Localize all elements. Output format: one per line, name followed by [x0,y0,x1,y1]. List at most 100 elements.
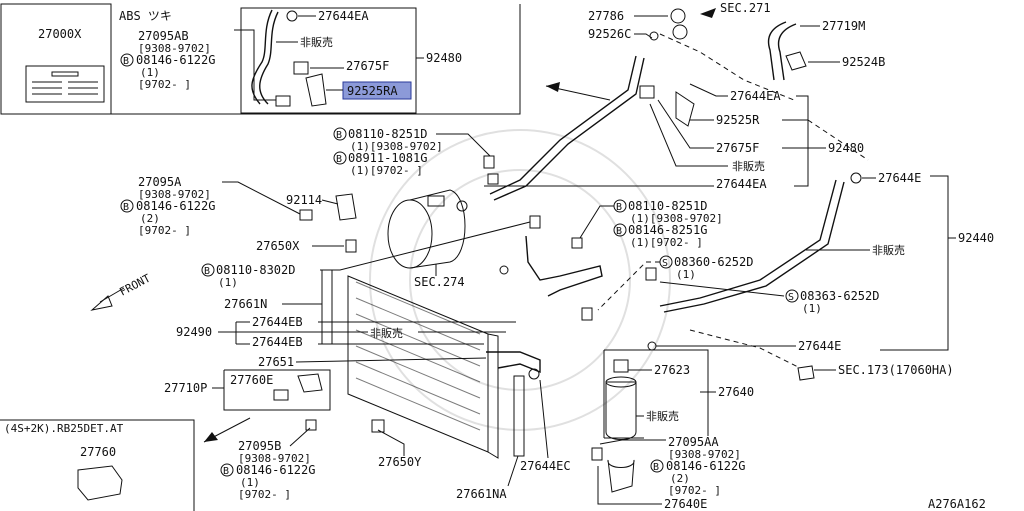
part-label-08363-6252D[interactable]: 08363-6252D [800,289,879,303]
part-label-92114[interactable]: 92114 [286,193,322,207]
part-label-92440[interactable]: 92440 [958,231,994,245]
section-ref-173[interactable]: SEC.173(17060HA) [838,363,954,377]
label-group-08360-6252D: S 08360-6252D (1) [659,255,753,281]
part-label-27710P[interactable]: 27710P [164,381,207,395]
part-label-27650X[interactable]: 27650X [256,239,300,253]
part-label-27000X[interactable]: 27000X [38,27,82,41]
part-label-27095A[interactable]: 27095A [138,175,182,189]
part-label-08911-1081G[interactable]: 08911-1081G [348,151,427,165]
bolt-icon-10 [305,419,317,431]
svg-text:B: B [616,202,622,213]
bracket-icon [305,73,327,107]
part-label-27661N[interactable]: 27661N [224,297,267,311]
part-label-08146-6122G-d[interactable]: 08146-6122G [666,459,745,473]
qty-text: (1) [140,66,160,79]
part-label-27786[interactable]: 27786 [588,9,624,23]
hose-92440 [659,179,837,307]
range-text: [9308-9702] [668,448,741,461]
bolt-icon-2 [275,95,291,107]
svg-text:B: B [336,130,342,141]
range-text: [9308-9702] [238,452,311,465]
part-label-08110-8251D[interactable]: 08110-8251D [348,127,427,141]
part-label-27095B[interactable]: 27095B [238,439,281,453]
not-sold-text-cond: 非販売 [370,327,403,340]
part-label-27640E[interactable]: 27640E [664,497,707,511]
part-label-27651[interactable]: 27651 [258,355,294,369]
qty-text: (1) [676,268,696,281]
part-label-08146-6122G-c[interactable]: 08146-6122G [236,463,315,477]
part-label-27760[interactable]: 27760 [80,445,116,459]
watermark-inner [409,169,631,391]
pressure-switch-icon [77,465,123,501]
part-label-92525RA[interactable]: 92525RA [347,84,398,98]
o-ring-icon [286,10,298,22]
not-sold-text-right: 非販売 [872,244,905,257]
part-label-92524B[interactable]: 92524B [842,55,885,69]
part-label-92526C[interactable]: 92526C [588,27,631,41]
range-text: (1)[9308-9702] [630,212,723,225]
part-label-92490[interactable]: 92490 [176,325,212,339]
o-ring-icon-3 [649,31,659,41]
svg-text:B: B [336,154,342,165]
receiver-drier [605,359,637,440]
part-label-27640[interactable]: 27640 [718,385,754,399]
part-label-27623[interactable]: 27623 [654,363,690,377]
part-label-08110-8302D[interactable]: 08110-8302D [216,263,295,277]
part-label-27675F-top[interactable]: 27675F [346,59,389,73]
part-label-08146-6122G-b[interactable]: 08146-6122G [136,199,215,213]
part-label-08146-6122G[interactable]: 08146-6122G [136,53,215,67]
part-label-27644E-low[interactable]: 27644E [798,339,841,353]
bracket-27640E [607,459,635,493]
front-arrow-icon [90,295,113,311]
part-label-27719M[interactable]: 27719M [822,19,865,33]
o-ring-icon-4 [850,172,862,184]
not-sold-text-rx: 非販売 [646,410,679,423]
section-ref-274[interactable]: SEC.274 [414,275,465,289]
part-label-92525R[interactable]: 92525R [716,113,760,127]
part-label-08110-8251D-b[interactable]: 08110-8251D [628,199,707,213]
bolt-icon-11 [591,447,603,461]
range-text: [9702- ] [668,484,721,497]
side-seal-27661NA [513,375,525,457]
label-group-27095AA: 27095AA [9308-9702] B 08146-6122G (2) [9… [650,435,745,497]
part-label-27760E[interactable]: 27760E [230,373,273,387]
label-group-08110-8251D: B 08110-8251D (1)[9308-9702] B 08911-108… [333,127,443,177]
part-label-27644EA-mid[interactable]: 27644EA [730,89,781,103]
hose-discharge [525,235,603,297]
range-text: (1)[9308-9702] [350,140,443,153]
part-label-27644EB-a[interactable]: 27644EB [252,315,303,329]
part-label-27644EA-low[interactable]: 27644EA [716,177,767,191]
condenser [321,269,499,459]
qty-text: (2) [670,472,690,485]
part-label-27644EC[interactable]: 27644EC [520,459,571,473]
part-label-27661NA[interactable]: 27661NA [456,487,507,501]
svg-text:B: B [123,202,129,213]
part-label-27644E-top[interactable]: 27644E [878,171,921,185]
range-text: [9308-9702] [138,188,211,201]
side-seal-27661N [321,269,333,345]
part-label-27644EA-top[interactable]: 27644EA [318,9,369,23]
part-label-08146-8251G[interactable]: 08146-8251G [628,223,707,237]
bolt-icon-6 [571,237,583,249]
bolt-icon-5 [299,209,313,221]
part-label-08360-6252D[interactable]: 08360-6252D [674,255,753,269]
section-ref-271[interactable]: SEC.271 [720,1,771,15]
watermark [369,129,671,431]
part-label-27095AB[interactable]: 27095AB [138,29,189,43]
part-label-92480-top[interactable]: 92480 [426,51,462,65]
abs-title: ABS ツキ [119,9,172,23]
part-label-27650Y[interactable]: 27650Y [378,455,422,469]
part-label-92480-mid[interactable]: 92480 [828,141,864,155]
key-label-box: 27000X [0,3,112,115]
o-ring-icon-5 [456,200,468,212]
bracket-27760E [297,373,323,393]
abs-box: ABS ツキ [110,4,521,115]
switch-icon [273,389,289,401]
svg-text:S: S [662,258,668,269]
grommet-icon-2 [371,419,385,433]
arrow-icon [700,8,716,18]
part-label-27644EB-b[interactable]: 27644EB [252,335,303,349]
part-label-27095AA[interactable]: 27095AA [668,435,719,449]
svg-text:B: B [123,56,129,67]
part-label-27675F-mid[interactable]: 27675F [716,141,759,155]
